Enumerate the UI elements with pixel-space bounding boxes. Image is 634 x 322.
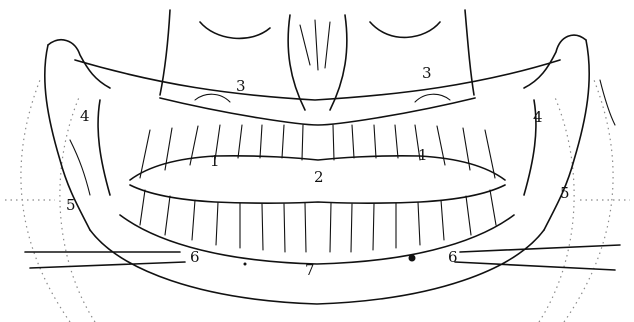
mark-dot: [409, 255, 416, 262]
label-1-left: 1: [210, 152, 220, 170]
lower-teeth: [130, 185, 505, 252]
label-6-right: 6: [448, 248, 458, 266]
label-3-right: 3: [422, 64, 432, 82]
maxilla-sinus-outlines: [75, 10, 560, 125]
label-2: 2: [314, 168, 324, 186]
label-3-left: 3: [236, 77, 246, 95]
mark-dot: [244, 263, 247, 266]
left-ramus-outline: [45, 40, 110, 230]
label-6-left: 6: [190, 248, 200, 266]
label-5-left: 5: [66, 196, 76, 214]
label-4-left: 4: [80, 107, 90, 125]
positioning-bars: [25, 245, 620, 270]
mandible-outline: [90, 215, 544, 304]
label-4-right: 4: [533, 108, 543, 126]
label-1-right: 1: [418, 146, 428, 164]
label-5-right: 5: [560, 184, 570, 202]
label-7: 7: [305, 261, 315, 279]
